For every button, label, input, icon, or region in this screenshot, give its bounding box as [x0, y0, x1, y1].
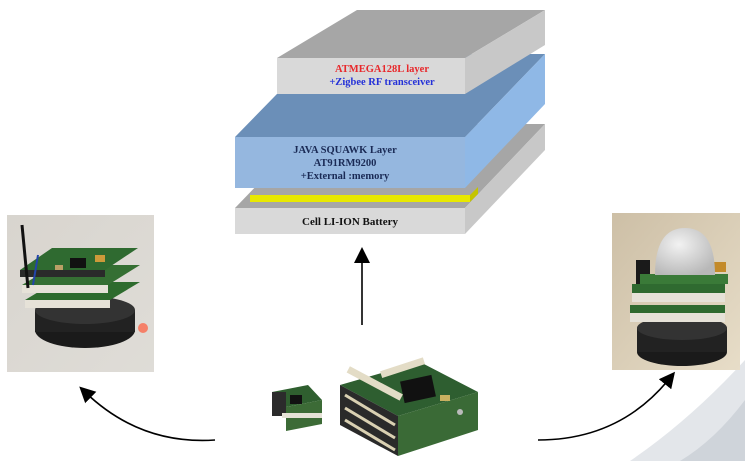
atmega-layer-front	[277, 58, 465, 94]
atmega-layer-line1: ATMEGA128L layer	[335, 64, 429, 75]
java-layer-side	[465, 54, 545, 188]
atmega-layer-side	[465, 10, 545, 94]
layer-stack: Cell LI-ION Battery JAVA SQUAWK Layer AT…	[235, 10, 545, 234]
battery-layer-front	[235, 208, 465, 234]
left-curved-arrow	[79, 386, 216, 442]
bottom-pcb-photo	[272, 357, 478, 456]
java-layer-line3: +External :memory	[301, 171, 390, 182]
right-sensor-photo	[612, 213, 740, 370]
atmega-layer-line2: +Zigbee RF transceiver	[329, 77, 435, 88]
java-layer-line2: AT91RM9200	[314, 158, 377, 169]
battery-layer-side	[465, 124, 545, 234]
java-layer-line1: JAVA SQUAWK Layer	[293, 145, 397, 156]
pir-dome	[655, 228, 715, 275]
java-layer-front	[235, 137, 465, 188]
arrows	[79, 247, 676, 442]
atmega-layer: ATMEGA128L layer +Zigbee RF transceiver	[277, 10, 545, 94]
yellow-layer	[250, 187, 478, 202]
yellow-layer-front	[250, 195, 470, 202]
atmega-layer-top	[277, 10, 545, 58]
battery-layer-label: Cell LI-ION Battery	[302, 216, 398, 228]
left-sensor-photo	[7, 215, 154, 372]
corner-decoration	[630, 360, 745, 461]
right-curved-arrow	[537, 371, 676, 441]
